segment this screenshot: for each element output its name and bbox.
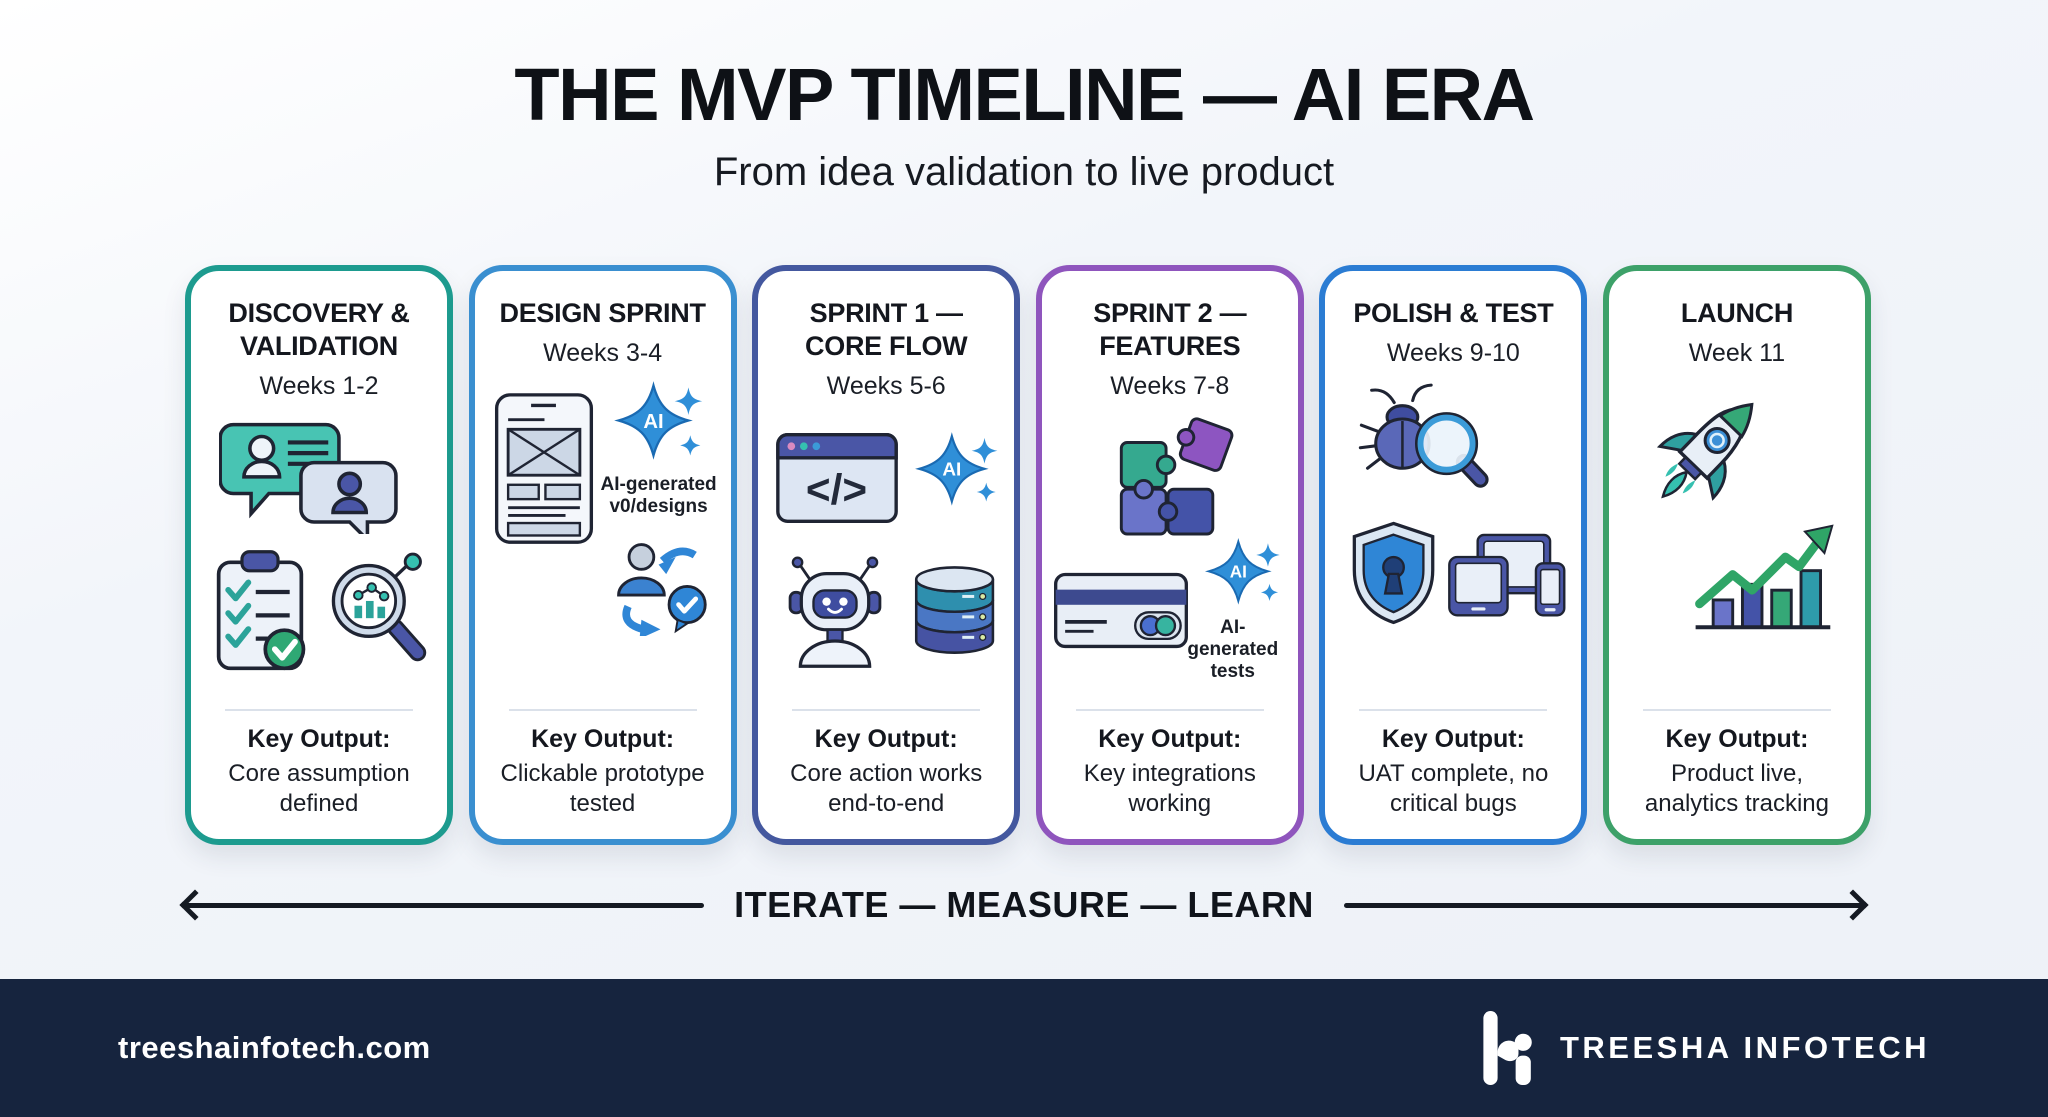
growth-chart-icon [1695, 524, 1834, 630]
card-launch: LAUNCH Week 11 [1602, 265, 1871, 845]
footer-brand-name: TREESHA INFOTECH [1559, 1030, 1930, 1065]
bug-magnifier-icon [1359, 383, 1489, 488]
card-weeks: Weeks 1-2 [259, 371, 379, 400]
iterate-banner-text: ITERATE — MEASURE — LEARN [734, 884, 1314, 925]
card-polish-test: POLISH & TEST Weeks 9-10 [1319, 265, 1588, 845]
clipboard-checklist-icon [216, 550, 306, 671]
footer-website: treeshainfotech.com [118, 1030, 431, 1065]
card-weeks: Weeks 9-10 [1386, 338, 1520, 367]
card-divider [1642, 708, 1831, 711]
timeline-cards: DISCOVERY & VALIDATION Weeks 1-2 [185, 265, 1871, 845]
key-output-label: Key Output: [1665, 724, 1809, 753]
card-weeks: Weeks 5-6 [826, 371, 946, 400]
card-title: DESIGN SPRINT [499, 298, 706, 328]
ai-sparkle-icon: AI [915, 431, 998, 506]
key-output-label: Key Output: [247, 724, 391, 753]
card-sprint2-features: SPRINT 2 — FEATURES Weeks 7-8 [1035, 265, 1304, 845]
card-weeks: Weeks 3-4 [543, 338, 663, 367]
card-weeks: Weeks 7-8 [1110, 371, 1230, 400]
svg-text:</>: </> [806, 466, 867, 513]
key-output-text: Product live, analytics tracking [1644, 759, 1829, 817]
key-output-text: Core action works end-to-end [790, 759, 983, 817]
key-output-label: Key Output: [814, 724, 958, 753]
card-discovery-validation: DISCOVERY & VALIDATION Weeks 1-2 [185, 265, 453, 845]
card-title: SPRINT 1 — CORE FLOW [805, 298, 968, 361]
iterate-measure-learn-banner: ITERATE — MEASURE — LEARN [185, 884, 1864, 926]
rocket-icon [1656, 402, 1754, 501]
security-shield-icon [1353, 521, 1435, 625]
svg-text:AI: AI [943, 460, 962, 481]
key-output-text: Core assumption defined [228, 759, 410, 817]
card-divider [792, 708, 981, 711]
ai-caption: AI-generated tests [1187, 616, 1279, 682]
key-output-text: Clickable prototype tested [500, 759, 705, 817]
key-output-text: Key integrations working [1083, 759, 1256, 817]
key-output-label: Key Output: [1381, 724, 1525, 753]
card-divider [508, 708, 697, 711]
card-divider [225, 708, 413, 711]
card-divider [1075, 708, 1264, 711]
footer-brand: TREESHA INFOTECH [1480, 1011, 1930, 1085]
chat-bubbles-icon [219, 422, 398, 534]
card-design-sprint: DESIGN SPRINT Weeks 3-4 AI [468, 265, 737, 845]
key-output-label: Key Output: [1098, 724, 1242, 753]
database-icon [915, 566, 995, 654]
svg-text:AI: AI [643, 411, 663, 433]
ai-sparkle-icon: AI [1204, 537, 1280, 605]
robot-icon [788, 556, 882, 668]
page-title: THE MVP TIMELINE — AI ERA [514, 53, 1535, 136]
right-arrow [1343, 902, 1864, 908]
puzzle-pieces-icon [1119, 417, 1234, 536]
phone-wireframe-icon [494, 393, 593, 544]
user-feedback-loop-icon [616, 543, 707, 636]
key-output-label: Key Output: [531, 724, 675, 753]
footer-bar: treeshainfotech.com TREESHA INFOTECH [0, 979, 2048, 1117]
magnifier-analytics-icon [331, 552, 427, 662]
left-arrow [185, 902, 705, 908]
card-weeks: Week 11 [1688, 338, 1786, 367]
card-title: DISCOVERY & VALIDATION [228, 298, 410, 361]
svg-text:AI: AI [1230, 561, 1247, 581]
responsive-devices-icon [1448, 533, 1566, 617]
treesha-logo-icon [1483, 1011, 1532, 1085]
card-sprint1-core-flow: SPRINT 1 — CORE FLOW Weeks 5-6 </> AI [752, 265, 1021, 845]
card-title: SPRINT 2 — FEATURES [1093, 298, 1247, 361]
ai-sparkle-icon: AI [613, 381, 702, 460]
card-divider [1359, 708, 1548, 711]
page-subtitle: From idea validation to live product [713, 149, 1335, 194]
card-title: LAUNCH [1680, 298, 1794, 328]
code-window-icon: </> [776, 432, 899, 523]
key-output-text: UAT complete, no critical bugs [1358, 759, 1549, 817]
credit-card-icon [1053, 572, 1188, 648]
card-title: POLISH & TEST [1353, 298, 1554, 328]
ai-caption: AI-generated v0/designs [600, 473, 717, 517]
